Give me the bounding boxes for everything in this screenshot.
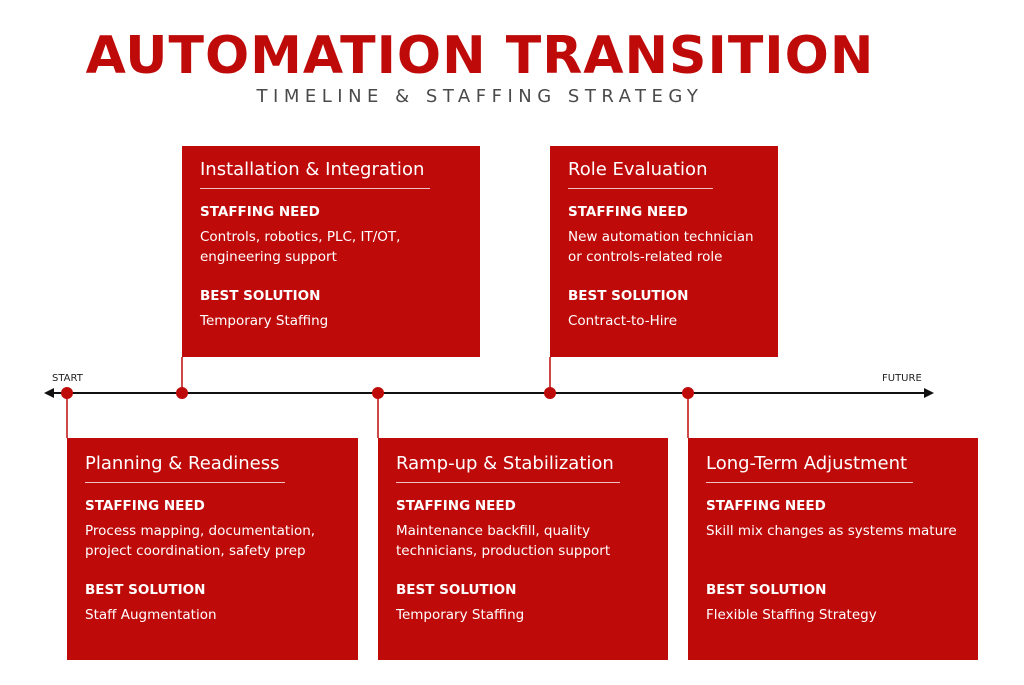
staffing-line: Process mapping, documentation,	[85, 523, 316, 539]
best-solution-text: Staff Augmentation	[85, 607, 217, 623]
staffing-line: project coordination, safety prep	[85, 543, 306, 559]
stage-card-role-evaluation: Role Evaluation STAFFING NEED New automa…	[550, 146, 778, 357]
stage-1-marker	[61, 387, 73, 399]
stage-4-marker	[544, 387, 556, 399]
best-solution-label: BEST SOLUTION	[200, 288, 321, 304]
staffing-line: engineering support	[200, 249, 337, 265]
staffing-need-label: STAFFING NEED	[85, 498, 205, 514]
page-subtitle: TIMELINE & STAFFING STRATEGY	[256, 86, 704, 107]
stage-card-planning: Planning & Readiness STAFFING NEED Proce…	[67, 438, 358, 660]
staffing-need-text: Process mapping, documentation, project …	[85, 521, 340, 561]
best-solution-label: BEST SOLUTION	[568, 288, 689, 304]
stage-title: Ramp-up & Stabilization	[396, 452, 620, 483]
best-solution-text: Contract-to-Hire	[568, 313, 678, 329]
staffing-need-text: New automation technician or controls-re…	[568, 227, 760, 267]
staffing-line: or controls-related role	[568, 249, 723, 265]
staffing-line: Controls, robotics, PLC, IT/OT,	[200, 229, 401, 245]
stage-title: Planning & Readiness	[85, 452, 286, 483]
page-title: AUTOMATION TRANSITION	[85, 26, 875, 86]
stage-card-installation: Installation & Integration STAFFING NEED…	[182, 146, 480, 357]
stage-3-marker	[372, 387, 384, 399]
staffing-need-label: STAFFING NEED	[396, 498, 516, 514]
stage-2-marker	[176, 387, 188, 399]
stage-title: Role Evaluation	[568, 158, 714, 189]
best-solution-label: BEST SOLUTION	[706, 582, 827, 598]
stage-5-marker	[682, 387, 694, 399]
best-solution-label: BEST SOLUTION	[396, 582, 517, 598]
staffing-need-label: STAFFING NEED	[200, 204, 320, 220]
stage-card-long-term: Long-Term Adjustment STAFFING NEED Skill…	[688, 438, 978, 660]
stage-title: Installation & Integration	[200, 158, 431, 189]
staffing-need-label: STAFFING NEED	[706, 498, 826, 514]
stage-card-ramp-up: Ramp-up & Stabilization STAFFING NEED Ma…	[378, 438, 668, 660]
best-solution-text: Temporary Staffing	[396, 607, 525, 623]
staffing-line	[706, 541, 960, 561]
staffing-need-text: Skill mix changes as systems mature	[706, 521, 960, 561]
best-solution-label: BEST SOLUTION	[85, 582, 206, 598]
timeline-start-label: START	[52, 373, 83, 384]
best-solution-text: Temporary Staffing	[200, 313, 329, 329]
arrow-left-icon	[44, 388, 54, 398]
stage-title: Long-Term Adjustment	[706, 452, 914, 483]
staffing-need-text: Controls, robotics, PLC, IT/OT, engineer…	[200, 227, 462, 267]
staffing-need-text: Maintenance backfill, quality technician…	[396, 521, 650, 561]
staffing-line: technicians, production support	[396, 543, 611, 559]
arrow-right-icon	[924, 388, 934, 398]
staffing-line: Skill mix changes as systems mature	[706, 523, 957, 539]
staffing-line: New automation technician	[568, 229, 754, 245]
timeline-future-label: FUTURE	[882, 373, 922, 384]
staffing-need-label: STAFFING NEED	[568, 204, 688, 220]
best-solution-text: Flexible Staffing Strategy	[706, 607, 877, 623]
staffing-line: Maintenance backfill, quality	[396, 523, 591, 539]
